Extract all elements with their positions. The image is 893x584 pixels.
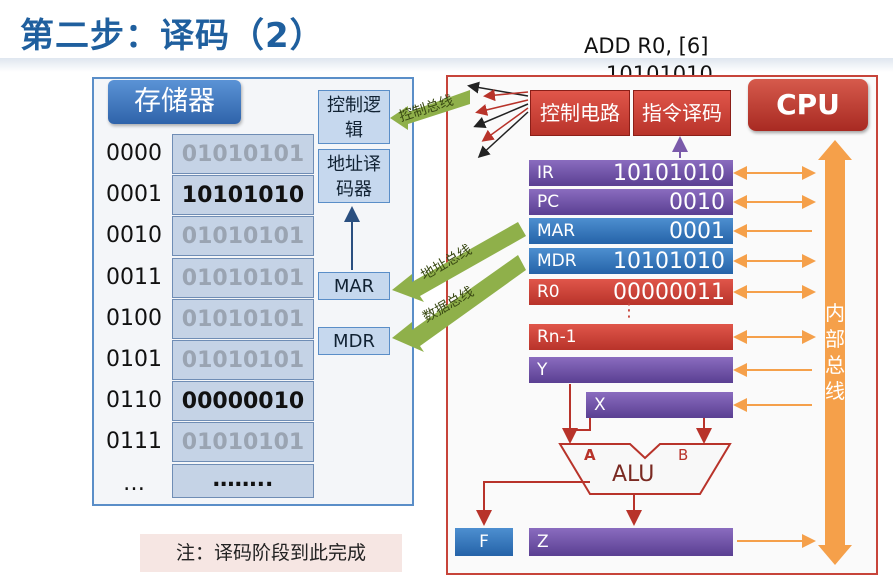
- address-decoder-box: 地址译码器: [318, 149, 390, 203]
- x-register: X: [586, 392, 733, 418]
- instruction-decode-box: 指令译码: [633, 90, 731, 136]
- register-dots: ⋮: [620, 300, 638, 321]
- memory-cell: 01010101: [172, 299, 314, 339]
- data-bus-arrow: [392, 255, 526, 352]
- f-register: F: [455, 528, 513, 556]
- pc-register: PC 0010: [529, 189, 733, 215]
- instruction-asm: ADD R0, [6]: [584, 34, 709, 58]
- z-register: Z: [529, 528, 733, 556]
- mar-register: MAR 0001: [529, 218, 733, 244]
- f-label: F: [479, 532, 489, 552]
- mar-label: MAR: [537, 221, 576, 241]
- memory-address: 0111: [106, 429, 162, 454]
- y-register: Y: [529, 357, 733, 383]
- address-bus-arrow: [392, 222, 526, 302]
- memory-address: 0110: [106, 388, 162, 413]
- memory-address-ellipsis: …: [123, 471, 145, 496]
- cpu-badge: CPU: [748, 79, 868, 131]
- alu-input-b: B: [678, 446, 689, 464]
- ir-label: IR: [537, 163, 554, 183]
- memory-address: 0001: [106, 182, 162, 207]
- memory-cell: 01010101: [172, 216, 314, 256]
- title-band: [0, 58, 893, 72]
- alu-wires: [476, 384, 712, 526]
- memory-header: 存储器: [108, 80, 241, 124]
- memory-cell: 10101010: [172, 175, 314, 215]
- alu-input-a: A: [584, 446, 596, 464]
- ir-register: IR 10101010: [529, 160, 733, 186]
- memory-address: 0101: [106, 347, 162, 372]
- memory-address: 0000: [106, 141, 162, 166]
- control-bus-arrow: [390, 90, 470, 130]
- alu-label: ALU: [612, 462, 655, 487]
- memory-cell: 01010101: [172, 258, 314, 298]
- mdr-register: MDR 10101010: [529, 248, 733, 274]
- rn1-label: Rn-1: [537, 327, 577, 347]
- memory-mar-box: MAR: [318, 272, 390, 300]
- z-label: Z: [537, 532, 549, 552]
- memory-cell: 01010101: [172, 422, 314, 462]
- note-box: 注：译码阶段到此完成: [140, 534, 402, 572]
- alu-shape: [558, 443, 732, 495]
- memory-mdr-box: MDR: [318, 327, 390, 355]
- control-logic-box: 控制逻辑: [318, 90, 390, 144]
- ir-value: 10101010: [613, 160, 725, 186]
- memory-address: 0011: [106, 265, 162, 290]
- r0-register: R0 00000011: [529, 279, 733, 305]
- control-circuit-box: 控制电路: [530, 90, 630, 136]
- page-title: 第二步：译码（2）: [20, 16, 325, 56]
- memory-address: 0010: [106, 223, 162, 248]
- r0-value: 00000011: [613, 279, 725, 305]
- internal-bus-label: 内部总线: [825, 301, 845, 403]
- register-bus-links: [733, 166, 816, 548]
- mar-value: 0001: [669, 218, 725, 244]
- internal-bus-arrow: [818, 140, 852, 565]
- memory-cell: 01010101: [172, 134, 314, 174]
- memory-cell: 01010101: [172, 340, 314, 380]
- mdr-label: MDR: [537, 251, 577, 271]
- rn1-register: Rn-1: [529, 324, 733, 350]
- pc-value: 0010: [669, 189, 725, 215]
- y-label: Y: [537, 360, 548, 380]
- memory-address: 0100: [106, 306, 162, 331]
- r0-label: R0: [537, 282, 560, 302]
- mdr-value: 10101010: [613, 248, 725, 274]
- x-label: X: [594, 395, 606, 415]
- memory-cell-ellipsis: ……..: [172, 464, 314, 498]
- memory-cell: 00000010: [172, 381, 314, 421]
- pc-label: PC: [537, 192, 560, 212]
- control-signal-arrows: [467, 81, 529, 159]
